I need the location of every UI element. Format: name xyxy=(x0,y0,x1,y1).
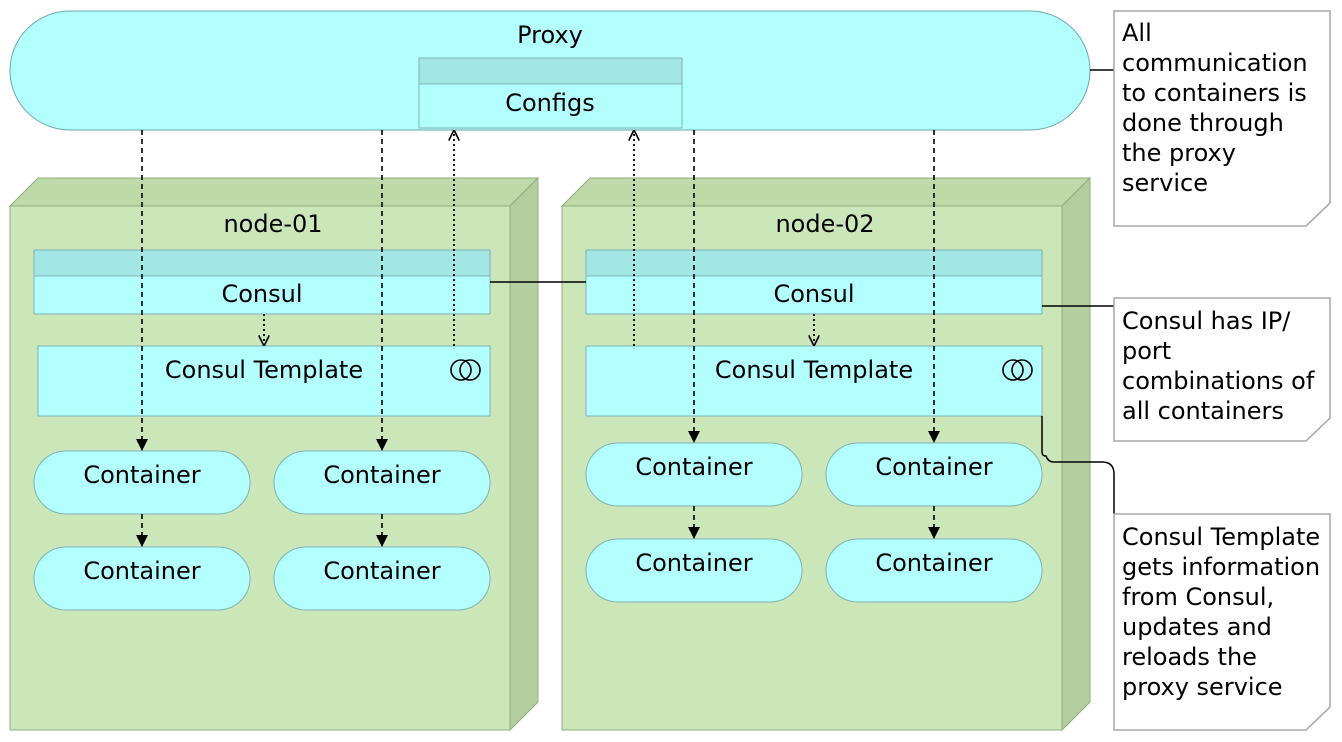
node-02-consul-label: Consul xyxy=(773,280,854,308)
svg-text:Container: Container xyxy=(323,461,440,489)
node-01-title: node-01 xyxy=(223,210,322,238)
consul-note-text: Consul has IP/ port combinations of all … xyxy=(1122,307,1322,425)
node-02: node-02 Consul Consul Template Container… xyxy=(560,176,1092,732)
node-01-container: Container xyxy=(33,450,251,515)
node-01-consul-template: Consul Template xyxy=(37,345,491,417)
proxy-title: Proxy xyxy=(517,21,583,49)
node-02-container: Container xyxy=(585,442,803,507)
node-02-title: node-02 xyxy=(775,210,874,238)
proxy-configs: Configs xyxy=(418,57,683,129)
node-02-container: Container xyxy=(825,538,1043,603)
node-01-consul-label: Consul xyxy=(221,280,302,308)
svg-text:Container: Container xyxy=(635,549,752,577)
template-note-text: Consul Template gets information from Co… xyxy=(1122,523,1328,701)
configs-label: Configs xyxy=(505,89,595,117)
note-connectors xyxy=(1041,69,1115,514)
node-02-container: Container xyxy=(585,538,803,603)
node-02-consul-template: Consul Template xyxy=(585,345,1043,417)
proxy-service: Proxy Configs xyxy=(9,10,1091,131)
config-update-arrows xyxy=(264,130,814,346)
node-02-template-label: Consul Template xyxy=(715,356,913,384)
node-01-template-label: Consul Template xyxy=(165,356,363,384)
node-01-container: Container xyxy=(33,546,251,611)
node-01-container: Container xyxy=(273,546,491,611)
node-02-consul: Consul xyxy=(585,249,1043,315)
overlapping-rings-icon xyxy=(1002,359,1033,381)
consul-note: Consul has IP/ port combinations of all … xyxy=(1113,297,1331,442)
svg-text:Container: Container xyxy=(83,461,200,489)
svg-text:Container: Container xyxy=(875,549,992,577)
node-01-consul: Consul xyxy=(33,249,491,315)
proxy-note: All communication to containers is done … xyxy=(1113,10,1331,227)
node-01: node-01 Consul Consul Template Container… xyxy=(8,176,540,732)
svg-text:Container: Container xyxy=(83,557,200,585)
proxy-note-text: All communication to containers is done … xyxy=(1122,19,1315,197)
svg-text:Container: Container xyxy=(635,453,752,481)
proxy-routing-arrows xyxy=(136,130,940,547)
svg-text:Container: Container xyxy=(875,453,992,481)
template-note: Consul Template gets information from Co… xyxy=(1113,513,1331,731)
svg-text:Container: Container xyxy=(323,557,440,585)
node-01-container: Container xyxy=(273,450,491,515)
overlapping-rings-icon xyxy=(450,359,481,381)
node-02-container: Container xyxy=(825,442,1043,507)
